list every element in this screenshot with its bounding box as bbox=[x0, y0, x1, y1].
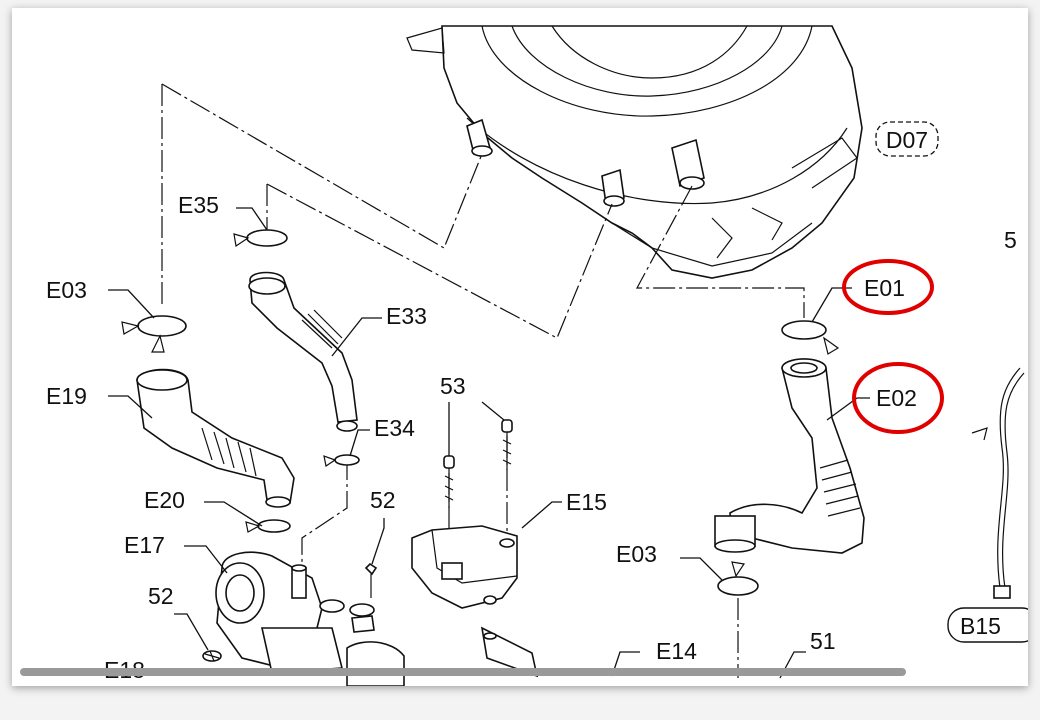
right-hose-group bbox=[714, 320, 865, 596]
highlight-circle-e02 bbox=[852, 362, 944, 434]
label-e17: E17 bbox=[124, 532, 165, 558]
wire-harness bbox=[971, 367, 1025, 599]
label-b15: B15 bbox=[960, 613, 1001, 639]
label-d07: D07 bbox=[886, 127, 928, 153]
label-e14: E14 bbox=[656, 638, 697, 664]
left-hose-group bbox=[121, 229, 405, 686]
highlight-e01-group: E01 bbox=[842, 259, 934, 315]
horizontal-scrollbar[interactable] bbox=[20, 668, 906, 676]
label-e01: E01 bbox=[864, 275, 905, 301]
label-e33: E33 bbox=[386, 303, 427, 329]
valve-group bbox=[411, 419, 539, 678]
leader-lines bbox=[108, 207, 870, 679]
label-e02: E02 bbox=[876, 385, 917, 411]
diagram-frame: D07 E35 E03 E33 E19 E34 E20 E17 E18 52 5… bbox=[12, 8, 1028, 686]
parts-diagram: D07 E35 E03 E33 E19 E34 E20 E17 E18 52 5… bbox=[46, 25, 1028, 686]
highlight-circle-e01 bbox=[842, 259, 934, 315]
label-e03-right: E03 bbox=[616, 541, 657, 567]
label-d07-group: D07 bbox=[875, 121, 939, 157]
label-e20: E20 bbox=[144, 487, 185, 513]
label-e34: E34 bbox=[374, 415, 415, 441]
label-e19: E19 bbox=[46, 383, 87, 409]
label-e35: E35 bbox=[178, 192, 219, 218]
label-5: 5 bbox=[1004, 227, 1017, 253]
tub-assembly bbox=[406, 25, 863, 279]
label-b15-group: B15 bbox=[947, 607, 1028, 643]
label-e03-top: E03 bbox=[46, 277, 87, 303]
label-53: 53 bbox=[440, 373, 466, 399]
highlight-e02-group: E02 bbox=[852, 362, 944, 434]
label-e15: E15 bbox=[566, 489, 607, 515]
label-52-mid: 52 bbox=[370, 487, 396, 513]
label-51: 51 bbox=[810, 628, 836, 654]
label-52-left: 52 bbox=[148, 583, 174, 609]
